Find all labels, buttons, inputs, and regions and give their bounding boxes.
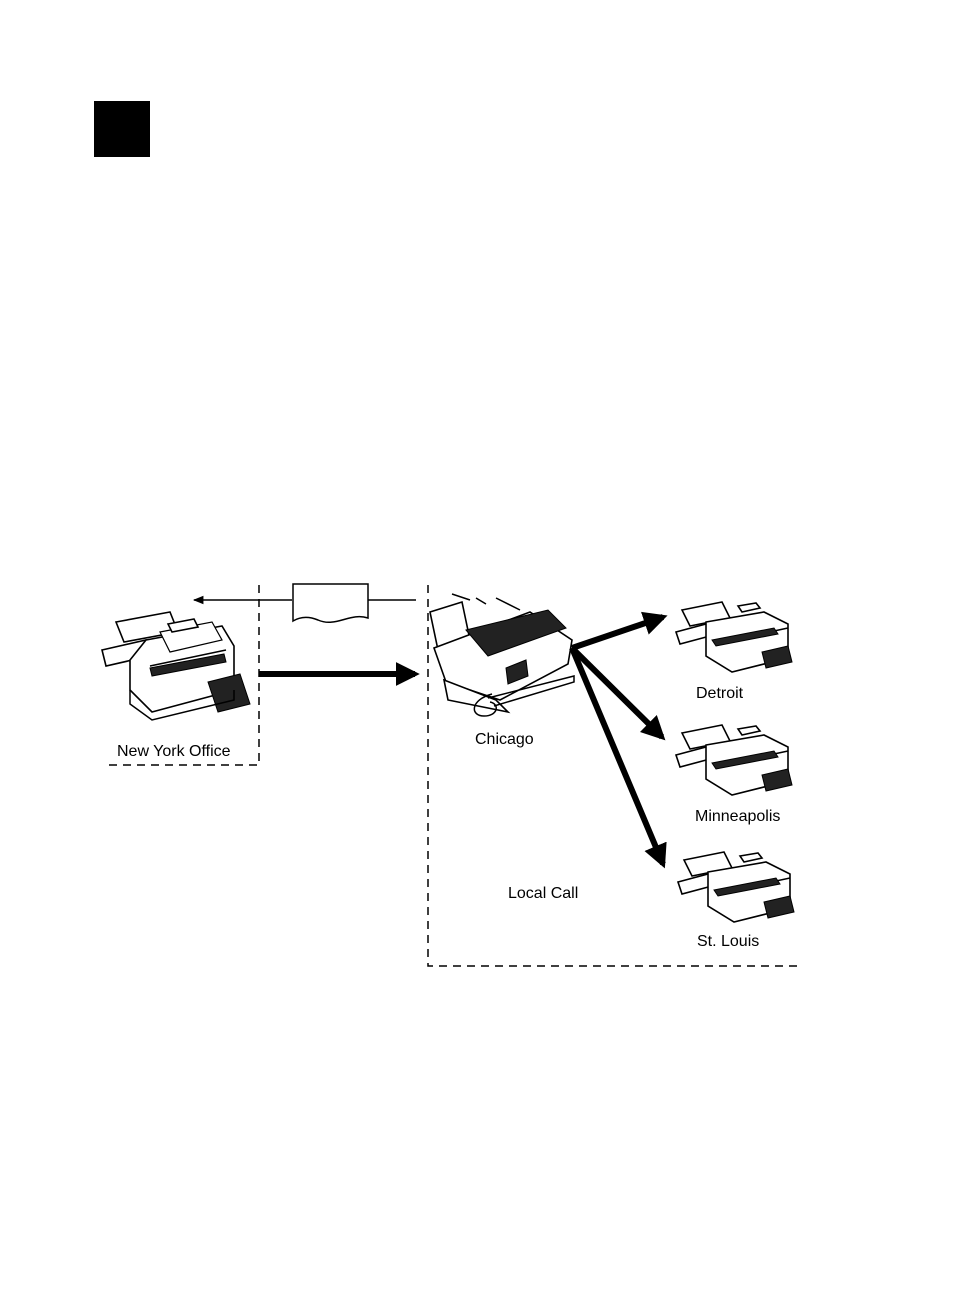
label-detroit: Detroit	[696, 685, 744, 702]
fax-machine-detroit	[676, 602, 792, 672]
fax-machine-chicago	[430, 594, 574, 716]
label-local-call: Local Call	[508, 885, 578, 902]
fax-machine-st-louis	[678, 852, 794, 922]
label-st-louis: St. Louis	[697, 933, 759, 950]
label-minneapolis: Minneapolis	[695, 808, 780, 825]
document-icon	[293, 584, 368, 622]
arrow-to-minneapolis	[572, 648, 662, 737]
label-new-york: New York Office	[117, 743, 231, 760]
fax-machine-new-york	[102, 612, 250, 720]
label-chicago: Chicago	[475, 731, 534, 748]
section-marker	[94, 101, 150, 157]
fax-machine-minneapolis	[676, 725, 792, 795]
arrow-to-detroit	[572, 617, 663, 648]
arrow-to-st-louis	[572, 648, 663, 864]
